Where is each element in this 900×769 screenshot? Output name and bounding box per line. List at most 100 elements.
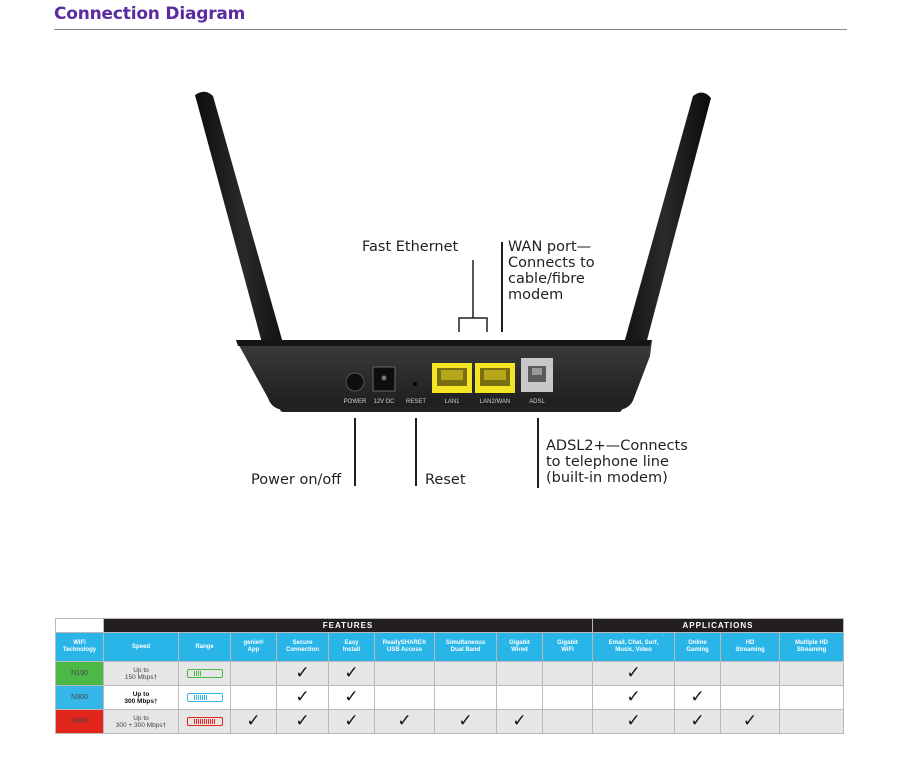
feature-cell: [496, 661, 543, 686]
callout-power: Power on/off: [251, 472, 342, 488]
feature-cell: ✓: [276, 685, 329, 710]
power-button[interactable]: [345, 372, 365, 392]
check-icon: ✓: [295, 663, 310, 683]
feature-cell: [230, 685, 277, 710]
feature-cell: ✓: [230, 709, 277, 734]
feature-cell: ✓: [592, 709, 675, 734]
check-icon: ✓: [344, 687, 359, 707]
feature-cell: [779, 709, 844, 734]
wan-leader-line: [501, 242, 503, 332]
check-icon: ✓: [626, 687, 641, 707]
range-indicator: [186, 717, 223, 726]
feature-cell: [374, 661, 435, 686]
feature-cell: ✓: [674, 685, 721, 710]
power-leader-line: [354, 418, 356, 486]
col-header: Range: [178, 632, 231, 662]
range-cell: [178, 685, 231, 710]
table-group-row: FEATURES APPLICATIONS: [55, 618, 844, 633]
port-label-reset: RESET: [405, 399, 426, 405]
feature-cell: ✓: [496, 709, 543, 734]
router-illustration: [195, 91, 711, 412]
port-label-lan1: LAN1: [444, 399, 460, 405]
title-divider: [54, 29, 847, 30]
adsl-port: [521, 358, 553, 392]
check-icon: ✓: [690, 687, 705, 707]
check-icon: ✓: [512, 711, 527, 731]
fast-ethernet-bracket: [458, 317, 488, 332]
feature-cell: [542, 661, 593, 686]
check-icon: ✓: [295, 711, 310, 731]
feature-cell: ✓: [328, 709, 375, 734]
reset-leader-line: [415, 418, 417, 486]
range-cell: [178, 661, 231, 686]
feature-cell: [542, 685, 593, 710]
lan2-wan-port: [475, 363, 515, 393]
feature-cell: ✓: [276, 709, 329, 734]
feature-cell: [779, 661, 844, 686]
group-applications: APPLICATIONS: [592, 618, 844, 633]
wifi-technology: N600: [55, 709, 104, 734]
feature-cell: [674, 661, 721, 686]
feature-cell: ✓: [328, 661, 375, 686]
range-indicator: [186, 693, 223, 702]
col-header: genie®App: [230, 632, 277, 662]
callout-fast-ethernet: Fast Ethernet: [362, 239, 459, 255]
check-icon: ✓: [246, 711, 261, 731]
check-icon: ✓: [397, 711, 412, 731]
callout-reset: Reset: [425, 472, 466, 488]
check-icon: ✓: [626, 711, 641, 731]
feature-cell: [779, 685, 844, 710]
page-title: Connection Diagram: [54, 4, 246, 24]
lan1-port: [432, 363, 472, 393]
feature-cell: ✓: [674, 709, 721, 734]
feature-cell: ✓: [592, 685, 675, 710]
feature-cell: [230, 661, 277, 686]
wifi-technology: N150: [55, 661, 104, 686]
port-label-lan2: LAN2/WAN: [479, 399, 511, 405]
feature-cell: ✓: [374, 709, 435, 734]
callout-wan-port: WAN port— Connects to cable/fibre modem: [508, 239, 595, 303]
feature-cell: [720, 661, 780, 686]
col-header: ReadySHARE®USB Access: [374, 632, 435, 662]
port-label-adsl: ADSL: [529, 399, 545, 405]
port-label-power: POWER: [343, 399, 367, 405]
check-icon: ✓: [742, 711, 758, 731]
feature-cell: ✓: [720, 709, 780, 734]
wifi-technology: N300: [55, 685, 104, 710]
check-icon: ✓: [690, 711, 705, 731]
col-header: Speed: [103, 632, 179, 662]
feature-cell: ✓: [434, 709, 497, 734]
callout-adsl: ADSL2+—Connects to telephone line (built…: [546, 438, 688, 486]
port-label-dc: 12V DC: [373, 399, 395, 405]
feature-cell: [374, 685, 435, 710]
check-icon: ✓: [626, 663, 641, 683]
range-indicator: [186, 669, 223, 678]
check-icon: ✓: [458, 711, 473, 731]
check-icon: ✓: [344, 663, 359, 683]
check-icon: ✓: [344, 711, 359, 731]
range-cell: [178, 709, 231, 734]
feature-cell: [542, 709, 593, 734]
feature-cell: [434, 661, 497, 686]
col-header: Email, Chat, Surf,Music, Video: [592, 632, 675, 662]
feature-cell: ✓: [276, 661, 329, 686]
feature-cell: ✓: [592, 661, 675, 686]
reset-button[interactable]: [412, 381, 418, 387]
feature-cell: [434, 685, 497, 710]
